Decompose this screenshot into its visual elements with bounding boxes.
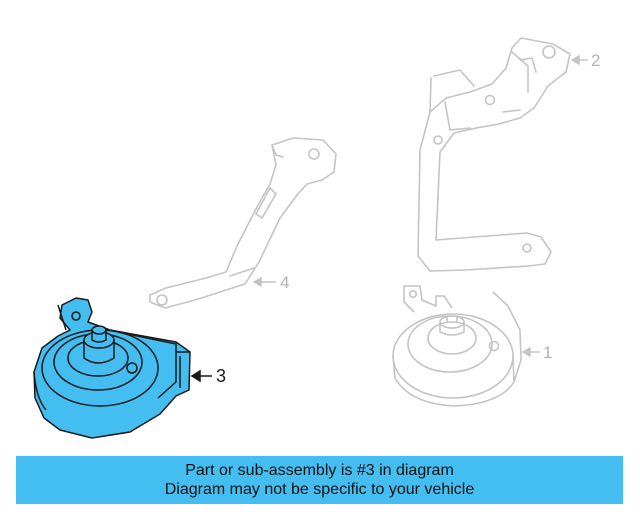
parts-diagram [33, 37, 588, 439]
callout-number-3: 3 [216, 366, 227, 386]
callout-number-1: 1 [543, 343, 553, 362]
horn-part-3-highlighted [33, 297, 191, 439]
callout-line-4 [252, 276, 276, 288]
horn-part-1 [392, 285, 522, 407]
banner-line-part: Part or sub-assembly is #3 in diagram [185, 462, 454, 479]
callout-line-3 [190, 369, 212, 383]
callout-number-2: 2 [591, 51, 601, 70]
info-banner: Part or sub-assembly is #3 in diagram Di… [16, 456, 623, 504]
callout-number-4: 4 [280, 273, 290, 292]
callout-line-1 [521, 346, 540, 358]
callout-line-2 [570, 54, 588, 66]
banner-line-disclaimer: Diagram may not be specific to your vehi… [164, 481, 475, 498]
bracket-part-4 [149, 137, 337, 309]
bracket-part-2 [417, 37, 571, 272]
